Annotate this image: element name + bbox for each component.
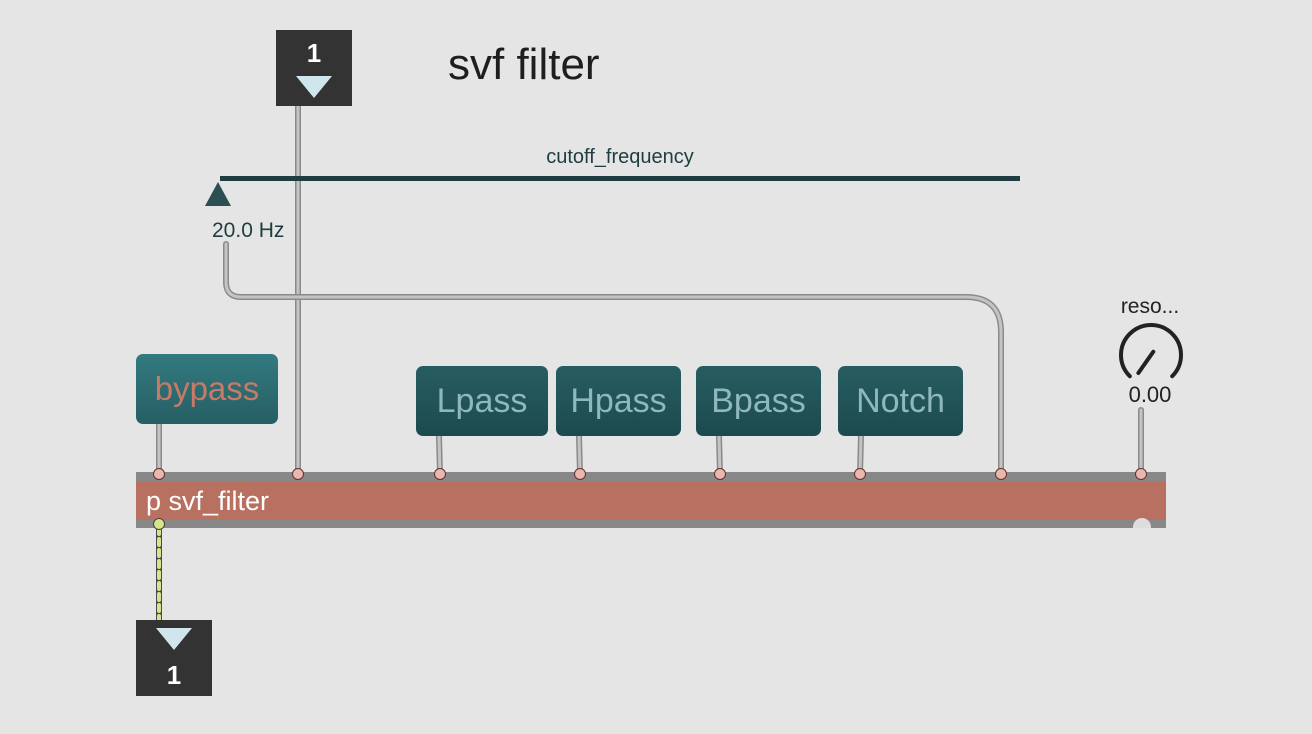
subpatch-inlet-8[interactable] — [1135, 468, 1147, 480]
reso-dial[interactable] — [1118, 322, 1184, 388]
bpass-button[interactable]: Bpass — [696, 366, 821, 436]
lpass-button[interactable]: Lpass — [416, 366, 548, 436]
subpatch-body: p svf_filter — [136, 482, 1166, 520]
outlet-number: 1 — [166, 660, 182, 690]
notch-button[interactable]: Notch — [838, 366, 963, 436]
patch-title: svf filter — [448, 40, 600, 89]
cutoff-slider-label: cutoff_frequency — [546, 146, 694, 168]
subpatch-inlet-5[interactable] — [714, 468, 726, 480]
down-triangle-icon — [296, 76, 332, 98]
subpatch-inlet-7[interactable] — [995, 468, 1007, 480]
cord-cutoff-to-subpatch[interactable] — [223, 241, 1004, 477]
reso-dial-label: reso... — [1120, 295, 1180, 318]
reso-dial-needle — [1136, 349, 1156, 376]
hpass-button[interactable]: Hpass — [556, 366, 681, 436]
subpatch-outlet-2[interactable] — [1133, 518, 1151, 528]
subpatch-object[interactable]: p svf_filter — [136, 472, 1166, 528]
inlet-number: 1 — [306, 38, 322, 68]
subpatch-name: p svf_filter — [146, 486, 270, 516]
bypass-button[interactable]: bypass — [136, 354, 278, 424]
cutoff-slider-track[interactable] — [220, 176, 1020, 181]
subpatch-inlet-1[interactable] — [153, 468, 165, 480]
subpatch-inlet-2[interactable] — [292, 468, 304, 480]
reso-dial-value: 0.00 — [1128, 382, 1172, 407]
subpatch-inlet-3[interactable] — [434, 468, 446, 480]
subpatch-inlet-4[interactable] — [574, 468, 586, 480]
outlet-box[interactable]: 1 — [136, 620, 212, 696]
cutoff-slider-value: 20.0 Hz — [212, 219, 285, 242]
subpatch-outlet-1[interactable] — [153, 518, 165, 530]
down-triangle-icon — [156, 628, 192, 650]
subpatch-inlet-6[interactable] — [854, 468, 866, 480]
inlet-box[interactable]: 1 — [276, 30, 352, 106]
cutoff-slider-thumb[interactable] — [205, 182, 231, 206]
reso-dial-arc — [1119, 323, 1183, 379]
